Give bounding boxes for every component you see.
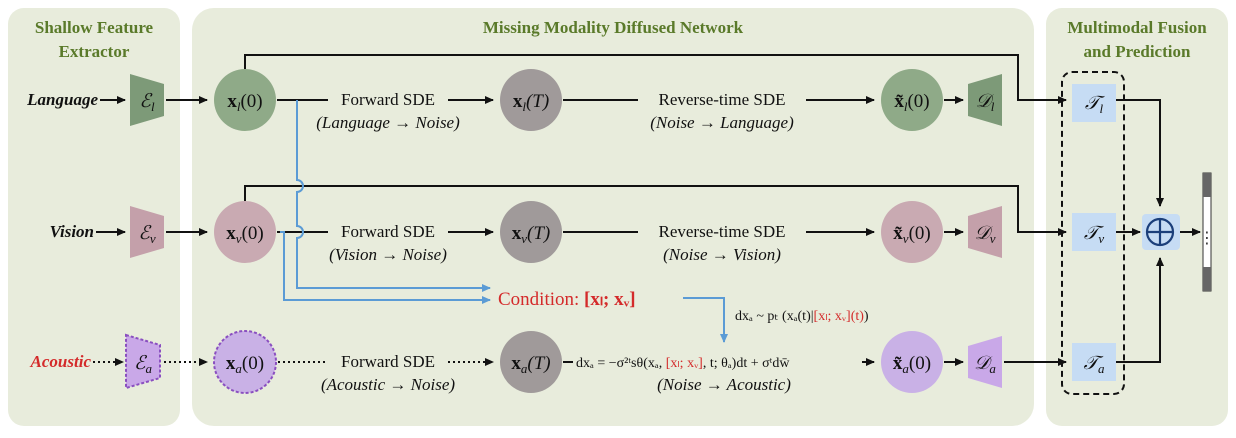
forward-sde-acoustic: Forward SDE [341,352,435,371]
node-xa0-tilde [881,331,943,393]
transformer-vision [1072,213,1116,251]
reverse-sde-language: Reverse-time SDE [659,90,786,109]
input-vision: Vision [50,222,94,241]
node-xl0 [214,69,276,131]
input-language: Language [26,90,98,109]
reverse-sde-acoustic-sub: (Noise → Acoustic) [657,375,791,394]
condition-connector [280,100,728,343]
encoder-vision [130,206,164,258]
panel-diffused-network [192,8,1034,426]
node-xvT-label: xv(T) [512,223,551,246]
node-xaT [500,331,562,393]
decoder-acoustic [968,336,1002,388]
node-xvT [500,201,562,263]
node-xv0-tilde [881,201,943,263]
node-xa0-label: xa(0) [226,353,264,376]
condition-sample-expr: dxₐ ~ pₜ (xₐ(t)|[xₗ; xᵥ](t)) [735,309,869,324]
node-xlT [500,69,562,131]
condition-label: Condition: [xₗ; xᵥ] [498,289,636,310]
forward-sde-language: Forward SDE [341,90,435,109]
reverse-sde-equation: dxₐ = −σ²ᵗsθ(xₐ, [xₗ; xᵥ], t; θₐ)dt + σᵗ… [576,356,790,371]
node-xv0 [214,201,276,263]
panel-title-left-2: Extractor [59,42,130,61]
forward-sde-language-sub: (Language → Noise) [316,113,460,132]
node-xv0-label: xv(0) [226,223,263,246]
encoder-language [130,74,164,126]
reverse-sde-vision: Reverse-time SDE [659,222,786,241]
decoder-language-label: 𝒟l [976,91,995,114]
node-xv0-tilde-label: x̃v(0) [893,223,930,246]
panel-title-right-2: and Prediction [1084,42,1191,61]
panel-title-right-1: Multimodal Fusion [1067,18,1207,37]
decoder-vision [968,206,1002,258]
panel-title-left-1: Shallow Feature [35,18,154,37]
output-dots: ⋮ [1199,228,1215,247]
node-xl0-label: xl(0) [227,91,262,114]
node-xl0-tilde-label: x̃l(0) [894,91,929,114]
node-xaT-label: xa(T) [511,353,550,376]
forward-sde-vision: Forward SDE [341,222,435,241]
decoder-language [968,74,1002,126]
node-xa0-tilde-label: x̃a(0) [893,353,931,376]
encoder-acoustic [125,333,161,390]
reverse-sde-language-sub: (Noise → Language) [650,113,794,132]
panel-title-center: Missing Modality Diffused Network [483,18,744,37]
transformer-language [1072,84,1116,122]
fusion-operator [1142,214,1180,250]
reverse-sde-vision-sub: (Noise → Vision) [663,245,781,264]
transformer-acoustic [1072,343,1116,381]
forward-sde-acoustic-sub: (Acoustic → Noise) [321,375,455,394]
node-xlT-label: xl(T) [513,91,549,114]
forward-sde-vision-sub: (Vision → Noise) [329,245,447,264]
node-xa0 [213,330,277,394]
node-xl0-tilde [881,69,943,131]
output-vector [1202,172,1212,292]
input-acoustic: Acoustic [30,352,92,371]
